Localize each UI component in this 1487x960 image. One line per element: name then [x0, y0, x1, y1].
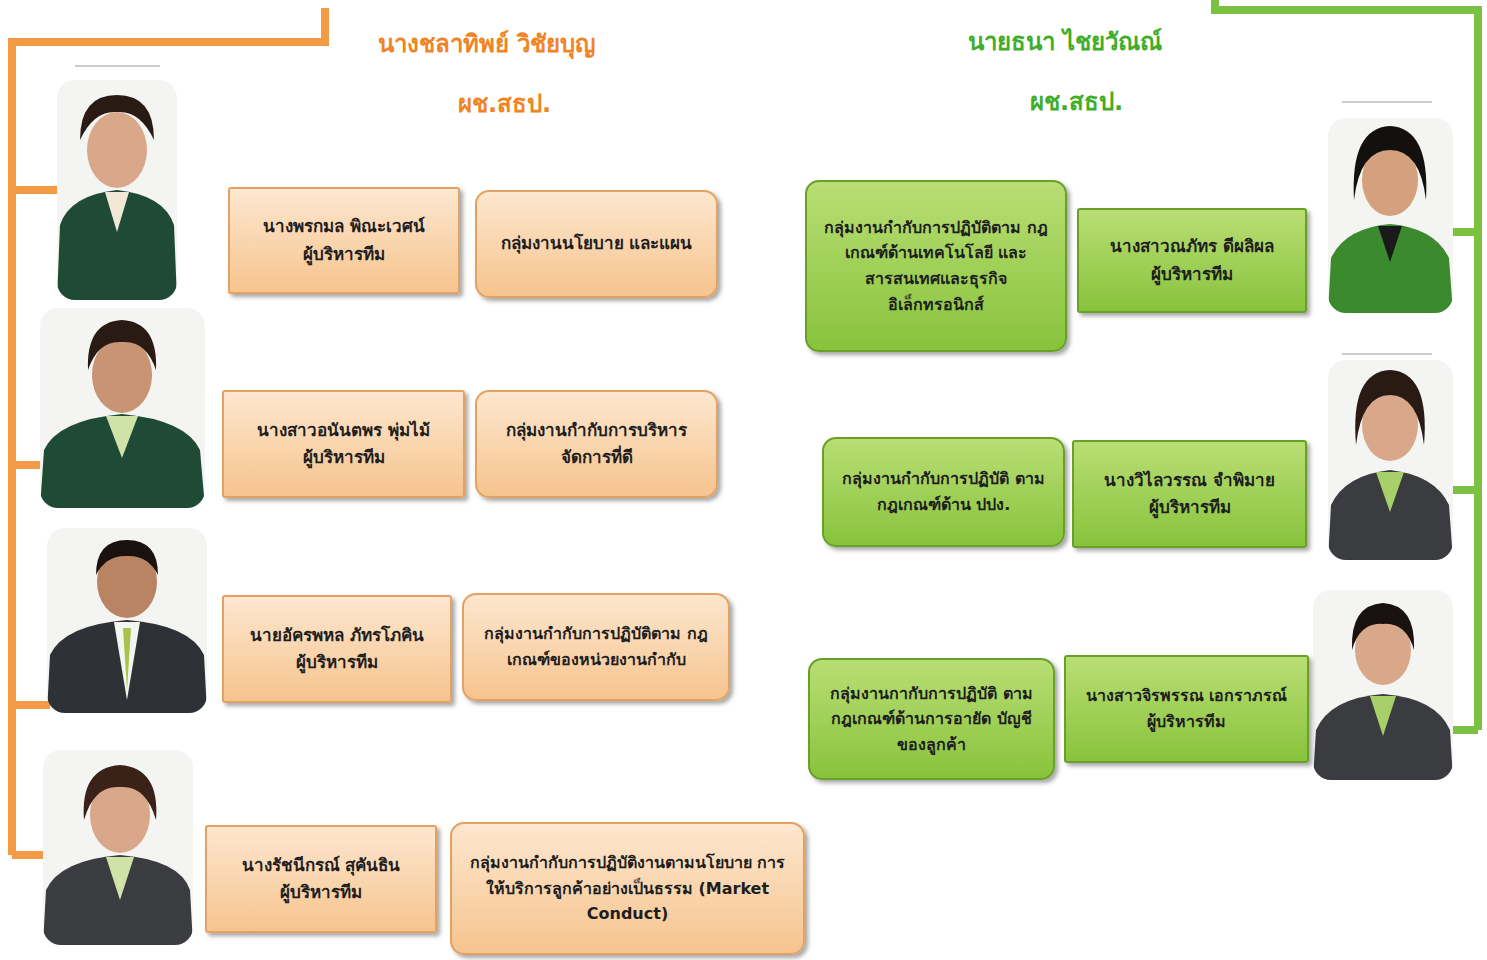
box-text: นางสาวจิรพรรณ เอกราภรณ์ — [1086, 683, 1288, 709]
role-text: ผู้บริหารทีม — [296, 649, 378, 676]
portrait — [43, 750, 193, 945]
box-text: นางวิไลวรรณ จำพิมาย — [1104, 467, 1275, 494]
portrait — [1313, 590, 1453, 780]
group-box: กลุ่มงานกำกับการปฏิบัติ ตามกฎเกณฑ์ด้าน ป… — [822, 437, 1065, 547]
portrait — [57, 80, 177, 300]
box-text: นางสาวอนันตพร พุ่มไม้ — [257, 417, 430, 444]
name-box: นายอัครพหล ภัทรโภคินผู้บริหารทีม — [222, 595, 452, 703]
box-text: กลุ่มงานกำกับการปฏิบัติตาม กฎเกณฑ์ด้านเท… — [819, 215, 1053, 317]
portrait — [40, 308, 205, 508]
box-text: นายอัครพหล ภัทรโภคิน — [250, 622, 424, 649]
group-box: กลุ่มงานกำกับการปฏิบัติงานตามนโยบาย การใ… — [450, 822, 805, 955]
box-text: นางรัชนีกรณ์ สุคันธิน — [242, 852, 401, 879]
photo-rule — [75, 66, 1432, 354]
group-box: กลุ่มงานนโยบาย และแผน — [475, 190, 718, 298]
role-text: ผู้บริหารทีม — [303, 444, 385, 471]
box-text: กลุ่มงานกำกับการปฏิบัติ ตามกฎเกณฑ์ด้าน ป… — [836, 466, 1051, 517]
box-text: กลุ่มงานกำกับการปฏิบัติงานตามนโยบาย การใ… — [464, 850, 791, 927]
group-box: กลุ่มงานกำกับการปฏิบัติตาม กฎเกณฑ์ของหน่… — [462, 593, 730, 701]
box-text: นางพรกมล พิณะเวศน์ — [263, 213, 425, 240]
name-box: นางสาวณภัทร ดีผลิผลผู้บริหารทีม — [1077, 208, 1307, 313]
group-box: กลุ่มงานกำกับการบริหาร จัดการที่ดี — [475, 390, 718, 498]
name-box: นางวิไลวรรณ จำพิมายผู้บริหารทีม — [1072, 440, 1307, 548]
role-text: ผู้บริหารทีม — [1151, 261, 1233, 288]
group-box: กลุ่มงานกำกับการปฏิบัติตาม กฎเกณฑ์ด้านเท… — [805, 180, 1067, 352]
position-title: ผช.สธป. — [458, 84, 551, 123]
portrait — [47, 528, 207, 713]
box-text: กลุ่มงานกำกับการปฏิบัติตาม กฎเกณฑ์ของหน่… — [476, 621, 716, 672]
name-box: นางพรกมล พิณะเวศน์ผู้บริหารทีม — [228, 187, 460, 294]
box-text: กลุ่มงานกำกับการบริหาร จัดการที่ดี — [489, 417, 704, 471]
portrait — [1328, 360, 1453, 560]
position-title: ผช.สธป. — [1030, 82, 1123, 121]
portrait — [1328, 118, 1453, 313]
role-text: ผู้บริหารทีม — [1147, 709, 1226, 735]
box-text: กลุ่มงานกากับการปฏิบัติ ตามกฎเกณฑ์ด้านกา… — [822, 681, 1041, 758]
name-box: นางสาวอนันตพร พุ่มไม้ผู้บริหารทีม — [222, 390, 465, 498]
role-text: ผู้บริหารทีม — [280, 879, 362, 906]
role-text: ผู้บริหารทีม — [1149, 494, 1231, 521]
name-box: นางรัชนีกรณ์ สุคันธินผู้บริหารทีม — [205, 825, 437, 933]
manager-name: นายธนา ไชยวัณณ์ — [968, 22, 1162, 61]
group-box: กลุ่มงานกากับการปฏิบัติ ตามกฎเกณฑ์ด้านกา… — [808, 658, 1055, 780]
box-text: นางสาวณภัทร ดีผลิผล — [1110, 233, 1274, 260]
name-box: นางสาวจิรพรรณ เอกราภรณ์ผู้บริหารทีม — [1064, 655, 1309, 763]
box-text: กลุ่มงานนโยบาย และแผน — [501, 230, 693, 257]
role-text: ผู้บริหารทีม — [303, 241, 385, 268]
manager-name: นางชลาทิพย์ วิชัยบุญ — [378, 24, 595, 63]
